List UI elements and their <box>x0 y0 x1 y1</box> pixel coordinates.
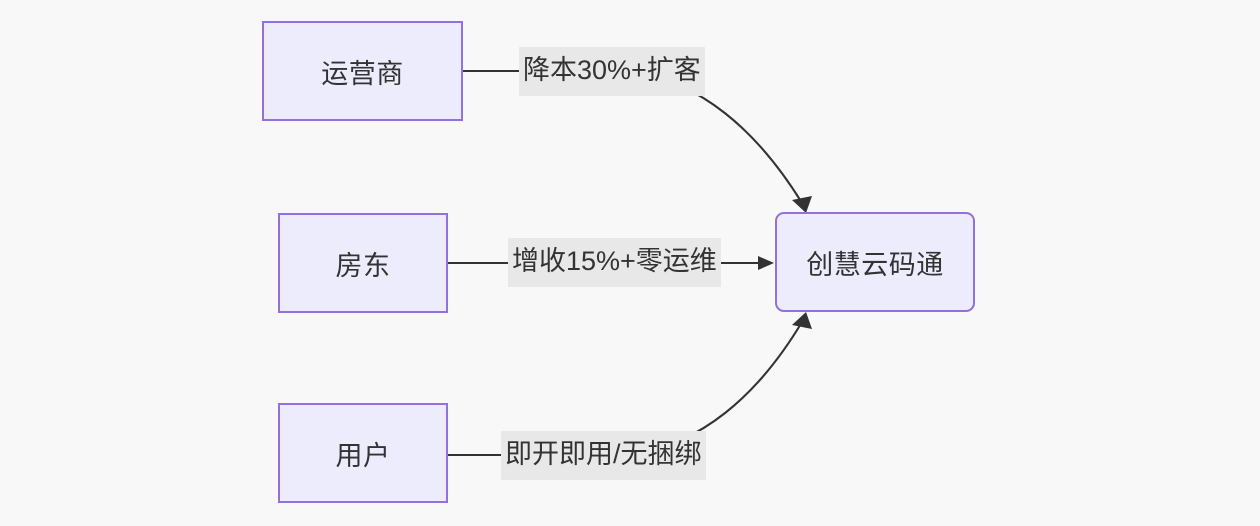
arrowhead-landlord-to-platform <box>758 256 774 270</box>
arrowhead-user-to-platform <box>792 312 812 329</box>
edge-label-operator: 降本30%+扩客 <box>519 47 705 96</box>
edge-label-landlord-text: 增收15%+零运维 <box>512 246 717 276</box>
node-landlord-label: 房东 <box>335 250 391 281</box>
node-operator-label: 运营商 <box>321 58 404 89</box>
node-platform-label: 创慧云码通 <box>806 249 944 280</box>
node-user-label: 用户 <box>335 440 391 471</box>
edge-label-landlord: 增收15%+零运维 <box>508 238 721 287</box>
node-platform[interactable]: 创慧云码通 <box>775 212 975 312</box>
node-landlord[interactable]: 房东 <box>278 213 448 313</box>
edge-label-user-text: 即开即用/无捆绑 <box>505 439 702 469</box>
arrowhead-operator-to-platform <box>792 196 812 213</box>
node-operator[interactable]: 运营商 <box>262 21 463 121</box>
edge-label-operator-text: 降本30%+扩客 <box>523 55 701 85</box>
edge-label-user: 即开即用/无捆绑 <box>501 431 706 480</box>
node-user[interactable]: 用户 <box>278 403 448 503</box>
